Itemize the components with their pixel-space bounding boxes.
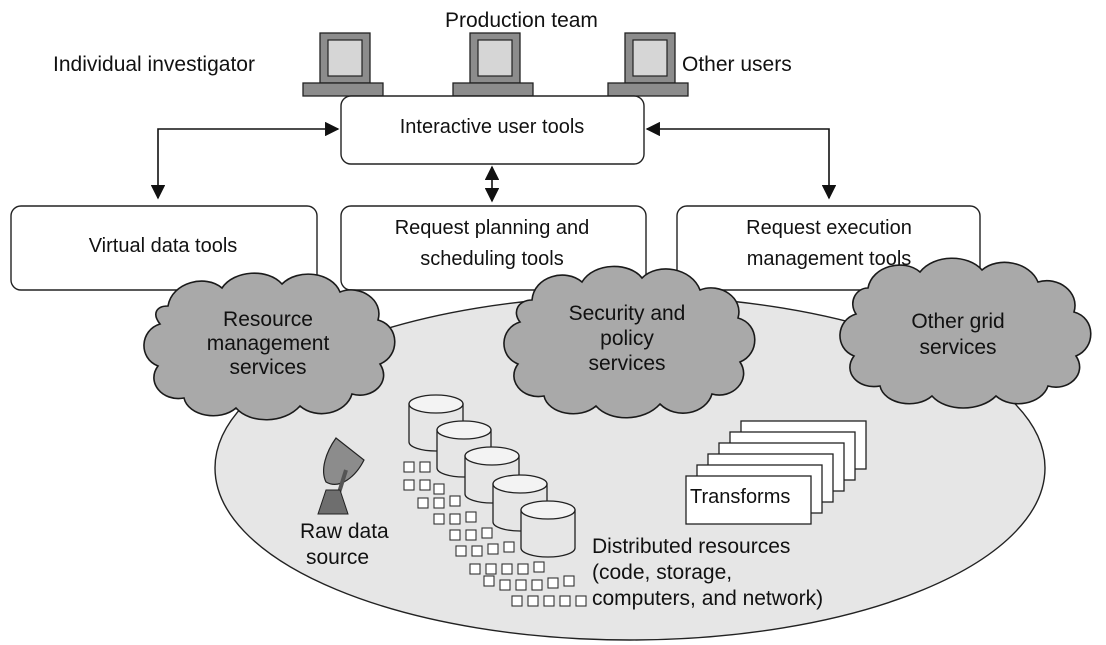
request-planning-box (340, 205, 647, 291)
transform-sheet (685, 475, 812, 525)
resource-square-icon (471, 545, 483, 557)
resource-square-icon (433, 513, 445, 525)
resource-square-icon (417, 497, 429, 509)
raw-data-label-line2: source (306, 546, 369, 569)
resource-square-icon (449, 513, 461, 525)
resource-square-icon (533, 561, 545, 573)
interactive-tools-box (340, 95, 645, 165)
resource-square-icon (531, 579, 543, 591)
resource-squares-group (403, 461, 587, 607)
resource-management-label-line1: Resource (223, 308, 313, 331)
security-policy-cloud (503, 265, 756, 419)
resource-management-label-line3: services (229, 356, 306, 379)
arrow-execution-interactive (645, 121, 837, 200)
resource-square-icon (419, 479, 431, 491)
resource-square-icon (485, 563, 497, 575)
distributed-label-line1: Distributed resources (592, 535, 790, 558)
other-grid-label-line2: services (919, 336, 996, 359)
resource-square-icon (517, 563, 529, 575)
raw-data-label-line1: Raw data (300, 520, 389, 543)
user-label-other: Other users (682, 53, 792, 76)
user-label-production: Production team (445, 9, 598, 32)
resource-square-icon (527, 595, 539, 607)
resource-square-icon (455, 545, 467, 557)
resource-square-icon (515, 579, 527, 591)
transforms-label: Transforms (690, 486, 790, 508)
resource-square-icon (575, 595, 587, 607)
security-policy-label-line1: Security and (569, 302, 686, 325)
resource-square-icon (465, 529, 477, 541)
transforms-stack (685, 420, 867, 525)
satellite-dish-icon (317, 437, 365, 515)
resource-management-cloud (143, 272, 396, 421)
request-execution-label-line1: Request execution (746, 217, 912, 239)
arrow-virtual-interactive (150, 121, 340, 200)
other-grid-label-line1: Other grid (911, 310, 1004, 333)
request-planning-label-line1: Request planning and (395, 217, 590, 239)
user-label-individual: Individual investigator (53, 53, 255, 76)
request-planning-label-line2: scheduling tools (420, 248, 563, 270)
resource-square-icon (543, 595, 555, 607)
resource-square-icon (469, 563, 481, 575)
storage-cylinder-icon (520, 500, 576, 558)
resource-management-label-line2: management (207, 332, 330, 355)
resource-square-icon (499, 579, 511, 591)
resource-square-icon (465, 511, 477, 523)
distributed-label-line2: (code, storage, (592, 561, 732, 584)
terminal-other-icon (607, 32, 689, 97)
resource-square-icon (483, 575, 495, 587)
resource-square-icon (563, 575, 575, 587)
request-execution-label-line2: management tools (747, 248, 912, 270)
resource-square-icon (449, 495, 461, 507)
resource-square-icon (503, 541, 515, 553)
distributed-label-line3: computers, and network) (592, 587, 823, 610)
resource-square-icon (433, 497, 445, 509)
resource-square-icon (419, 461, 431, 473)
resource-square-icon (433, 483, 445, 495)
resource-square-icon (501, 563, 513, 575)
resource-square-icon (481, 527, 493, 539)
terminal-individual-icon (302, 32, 384, 97)
virtual-data-tools-label: Virtual data tools (89, 235, 238, 257)
security-policy-label-line2: policy (600, 327, 654, 350)
other-grid-services-cloud (839, 257, 1092, 409)
resource-square-icon (511, 595, 523, 607)
resource-square-icon (403, 461, 415, 473)
storage-cylinders-group (408, 394, 576, 558)
resource-square-icon (403, 479, 415, 491)
terminal-production-icon (452, 32, 534, 97)
interactive-tools-label: Interactive user tools (400, 116, 585, 138)
virtual-data-tools-box (10, 205, 318, 291)
resource-square-icon (559, 595, 571, 607)
security-policy-label-line3: services (588, 352, 665, 375)
resource-square-icon (487, 543, 499, 555)
resource-square-icon (547, 577, 559, 589)
resource-square-icon (449, 529, 461, 541)
